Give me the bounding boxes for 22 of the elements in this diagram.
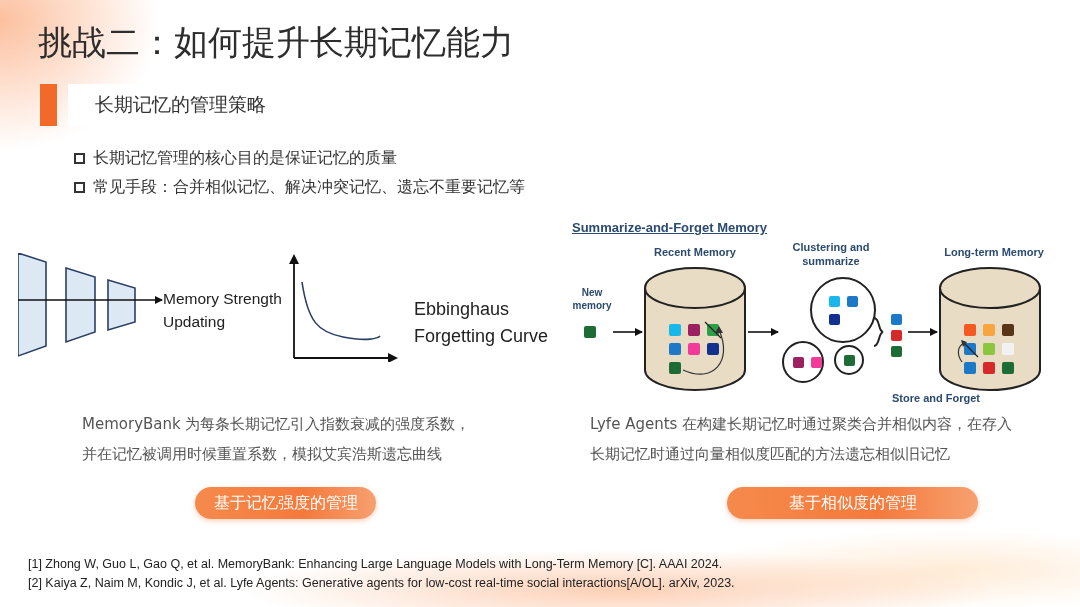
arrow xyxy=(907,328,938,336)
bullet-text: 常见手段：合并相似记忆、解决冲突记忆、遗忘不重要记忆等 xyxy=(93,177,525,198)
node-label: Long-term Memory xyxy=(943,246,1045,258)
arrow xyxy=(747,328,779,336)
node-caption: Store and Forget xyxy=(892,392,980,404)
pill-button: 基于记忆强度的管理 xyxy=(195,487,376,519)
node-label: New memory xyxy=(572,286,612,312)
description-text: MemoryBank 为每条长期记忆引入指数衰减的强度系数，并在记忆被调用时候重置系数，模拟艾宾浩斯遗忘曲线 xyxy=(82,414,472,465)
bullet-text: 长期记忆管理的核心目的是保证记忆的质量 xyxy=(93,148,397,169)
pill-button: 基于相似度的管理 xyxy=(727,487,978,519)
node-label: Clustering and summarize xyxy=(791,240,871,268)
arrow xyxy=(612,328,643,336)
slide-title: 挑战二：如何提升长期记忆能力 xyxy=(38,21,514,64)
arrow xyxy=(17,296,163,304)
reference-text: [1] Zhong W, Guo L, Gao Q, et al. MemoryBank: Enhancing Large Language Models with Long-Term Memory [C]. AAAI 2024. xyxy=(28,557,723,571)
reference-text: [2] Kaiya Z, Naim M, Kondic J, et al. Lyfe Agents: Generative agents for low-cost real-time social interactions[A/OL]. arXiv, 2023. xyxy=(28,576,735,590)
figure-title: Summarize-and-Forget Memory xyxy=(572,220,768,235)
node-label: Recent Memory xyxy=(653,246,737,258)
description-text: Lyfe Agents 在构建长期记忆时通过聚类合并相似内容，在存入长期记忆时通过向量相似度匹配的方法遗忘相似旧记忆 xyxy=(590,414,1014,465)
process-label: Memory Strength Updating xyxy=(163,287,291,337)
chart-caption: Ebbinghaus Forgetting Curve xyxy=(414,298,550,348)
section-heading: 长期记忆的管理策略 xyxy=(95,92,266,117)
